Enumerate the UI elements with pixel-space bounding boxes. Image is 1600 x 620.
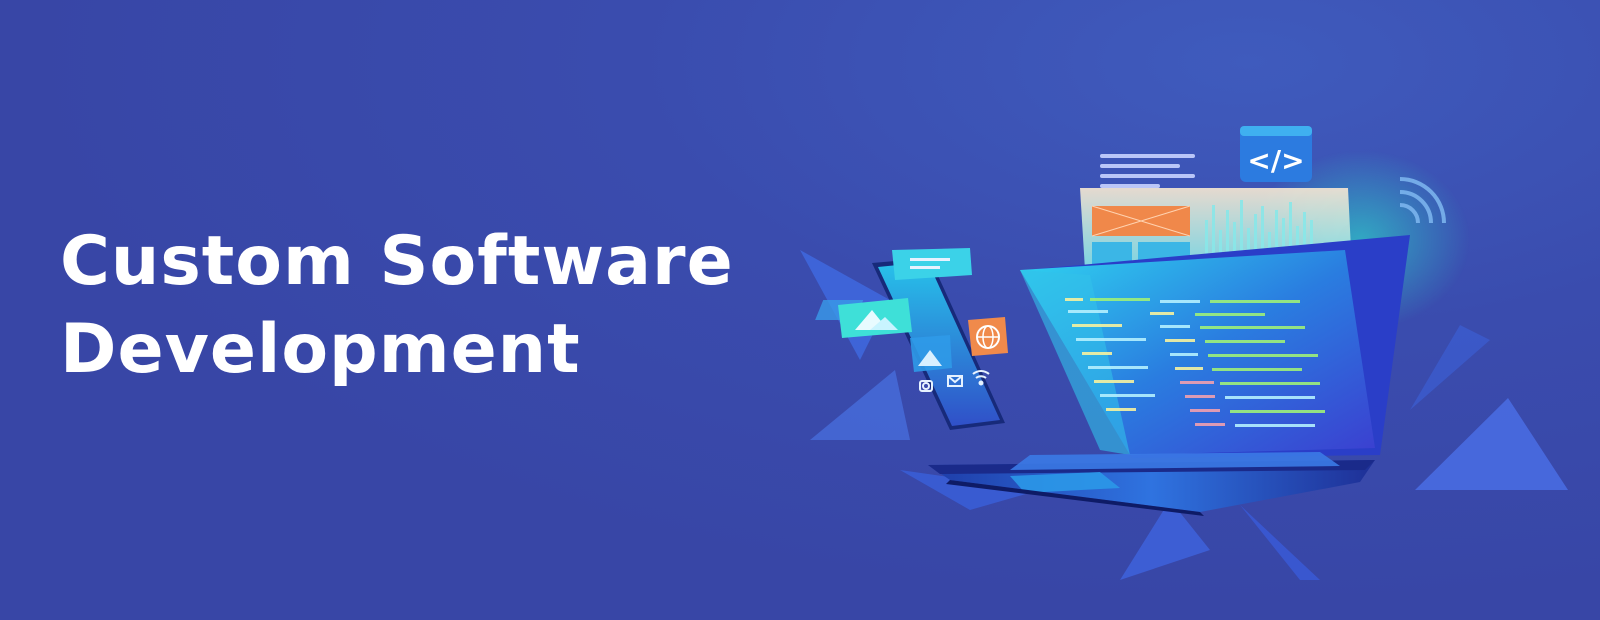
trackpad [1010,472,1120,493]
hero-title: Custom Software Development [60,218,734,394]
keyboard [1010,452,1340,470]
laptop-phone-illustration: </> [800,126,1568,580]
wifi-icon [1399,177,1446,224]
floating-code-lines [1100,154,1195,188]
hero-title-line-1: Custom Software [60,222,734,301]
mail-icon [947,375,963,387]
code-lines [1065,298,1325,427]
floating-card-text [892,248,972,280]
code-badge-text: </> [1247,144,1304,177]
wifi-small-icon [972,370,990,386]
image-small-icon [910,335,952,372]
hero-title-line-2: Development [60,310,581,389]
code-icon: </> [1240,126,1312,182]
image-icon [838,298,912,338]
globe-icon [968,317,1008,356]
camera-icon [919,380,933,392]
laptop-screen [1020,235,1410,458]
laptop-base [928,452,1375,516]
